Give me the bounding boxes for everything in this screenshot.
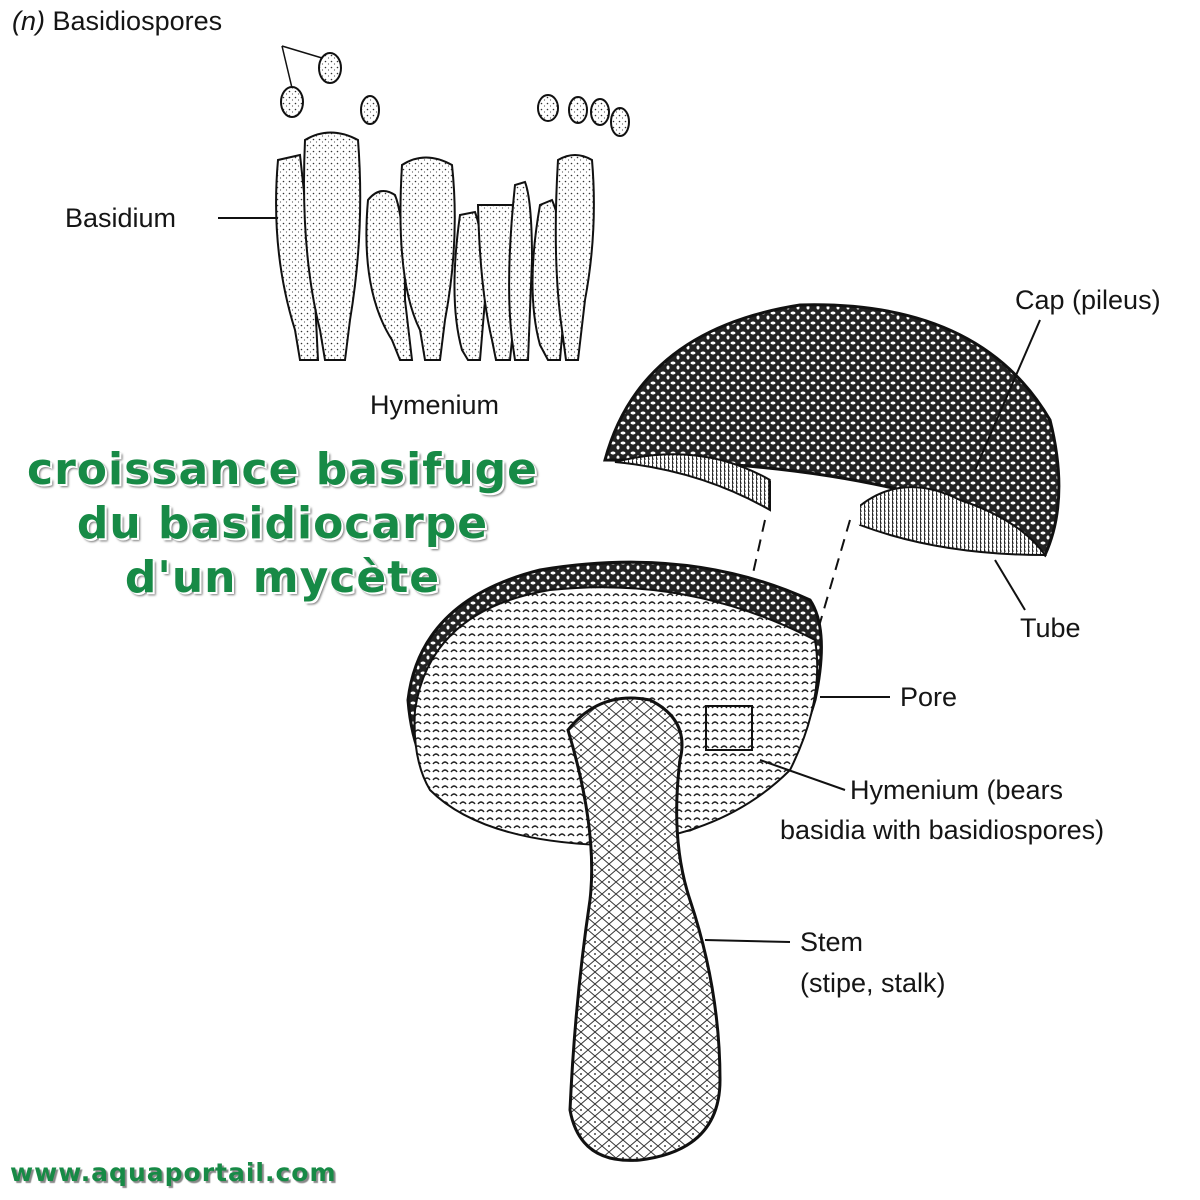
label-stem: Stem <box>800 927 864 957</box>
label-basidiospores: (n) Basidiospores <box>12 8 222 35</box>
label-stem-synonyms: (stipe, stalk) <box>800 968 946 998</box>
label-tube: Tube <box>1020 613 1081 643</box>
label-hymenium-bears-1: Hymenium (bears <box>850 775 1064 805</box>
label-pore: Pore <box>900 682 958 712</box>
title-line-1: croissance basifuge <box>27 444 538 495</box>
title-line-3: d'un mycète <box>124 552 441 603</box>
basidiospores-text: Basidiospores <box>52 6 223 36</box>
ploidy-label: (n) <box>12 6 45 36</box>
tube-region <box>853 486 1047 557</box>
cap-top <box>603 303 1061 558</box>
label-basidium: Basidium <box>65 203 177 233</box>
spore <box>360 95 380 125</box>
stem <box>566 696 722 1162</box>
page-title: croissance basifuge du basidiocarpe d'un… <box>0 443 565 605</box>
title-line-2: du basidiocarpe <box>76 498 489 549</box>
spore <box>280 86 304 118</box>
spore <box>318 52 342 84</box>
basidia-group <box>275 52 630 361</box>
website-watermark: www.aquaportail.com <box>10 1158 337 1187</box>
label-cap: Cap (pileus) <box>1015 285 1161 315</box>
label-hymenium: Hymenium <box>370 390 500 420</box>
label-hymenium-bears-2: basidia with basidiospores) <box>780 815 1105 845</box>
